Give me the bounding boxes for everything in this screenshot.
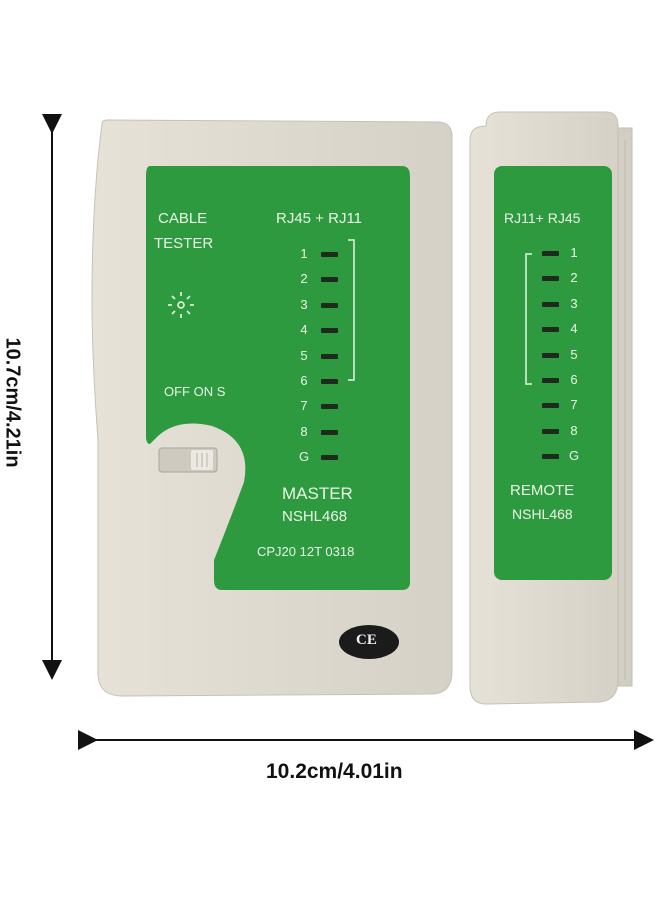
master-pin-label: 2 [300,271,308,286]
master-title-line1: CABLE [158,210,208,227]
remote-led [542,251,559,256]
remote-led [542,378,559,383]
remote-pin-label: 6 [570,372,578,387]
master-pin-label: 3 [300,297,308,312]
remote-pin-label: 1 [570,245,578,260]
master-pin-label: 8 [300,424,308,439]
ce-mark-text: CE [356,632,377,648]
master-pin-label: 1 [300,246,308,261]
height-dimension-label: 10.7cm/4.21in [1,337,24,468]
master-led [321,379,338,384]
remote-green-panel [494,166,612,580]
remote-name: REMOTE [510,482,575,499]
remote-led [542,327,559,332]
switch-labels: OFF ON S [164,384,226,399]
master-led [321,277,338,282]
master-green-panel [146,166,410,590]
master-led [321,354,338,359]
master-pair-bracket [348,239,355,381]
remote-led [542,353,559,358]
master-code: CPJ20 12T 0318 [257,544,355,559]
remote-pair-bracket [525,253,532,385]
master-pin-label: G [298,449,310,464]
master-model: NSHL468 [282,508,348,525]
master-pin-label: 4 [300,322,308,337]
master-title-line2: TESTER [154,235,214,252]
master-led [321,328,338,333]
power-led-icon [168,292,194,318]
master-led [321,252,338,257]
master-pin-label: 5 [300,348,308,363]
master-ports-label: RJ45 + RJ11 [276,210,363,227]
remote-pin-label: 5 [570,347,578,362]
master-name: MASTER [282,484,353,503]
remote-ports-label: RJ11+ RJ45 [504,210,581,226]
master-pin-label: 6 [300,373,308,388]
master-led [321,303,338,308]
width-dimension-label: 10.2cm/4.01in [266,760,403,783]
remote-pin-label: 8 [570,423,578,438]
ce-mark-badge [339,625,399,659]
remote-pin-label: 3 [570,296,578,311]
master-led [321,455,338,460]
remote-pin-label: 4 [570,321,578,336]
remote-pin-label: 2 [570,270,578,285]
remote-led [542,403,559,408]
remote-led [542,429,559,434]
remote-pin-label: 7 [570,397,578,412]
remote-led [542,302,559,307]
remote-model: NSHL468 [512,506,573,522]
remote-led [542,454,559,459]
remote-led [542,276,559,281]
master-led [321,430,338,435]
master-led [321,404,338,409]
master-pin-label: 7 [300,398,308,413]
remote-pin-label: G [568,448,580,463]
